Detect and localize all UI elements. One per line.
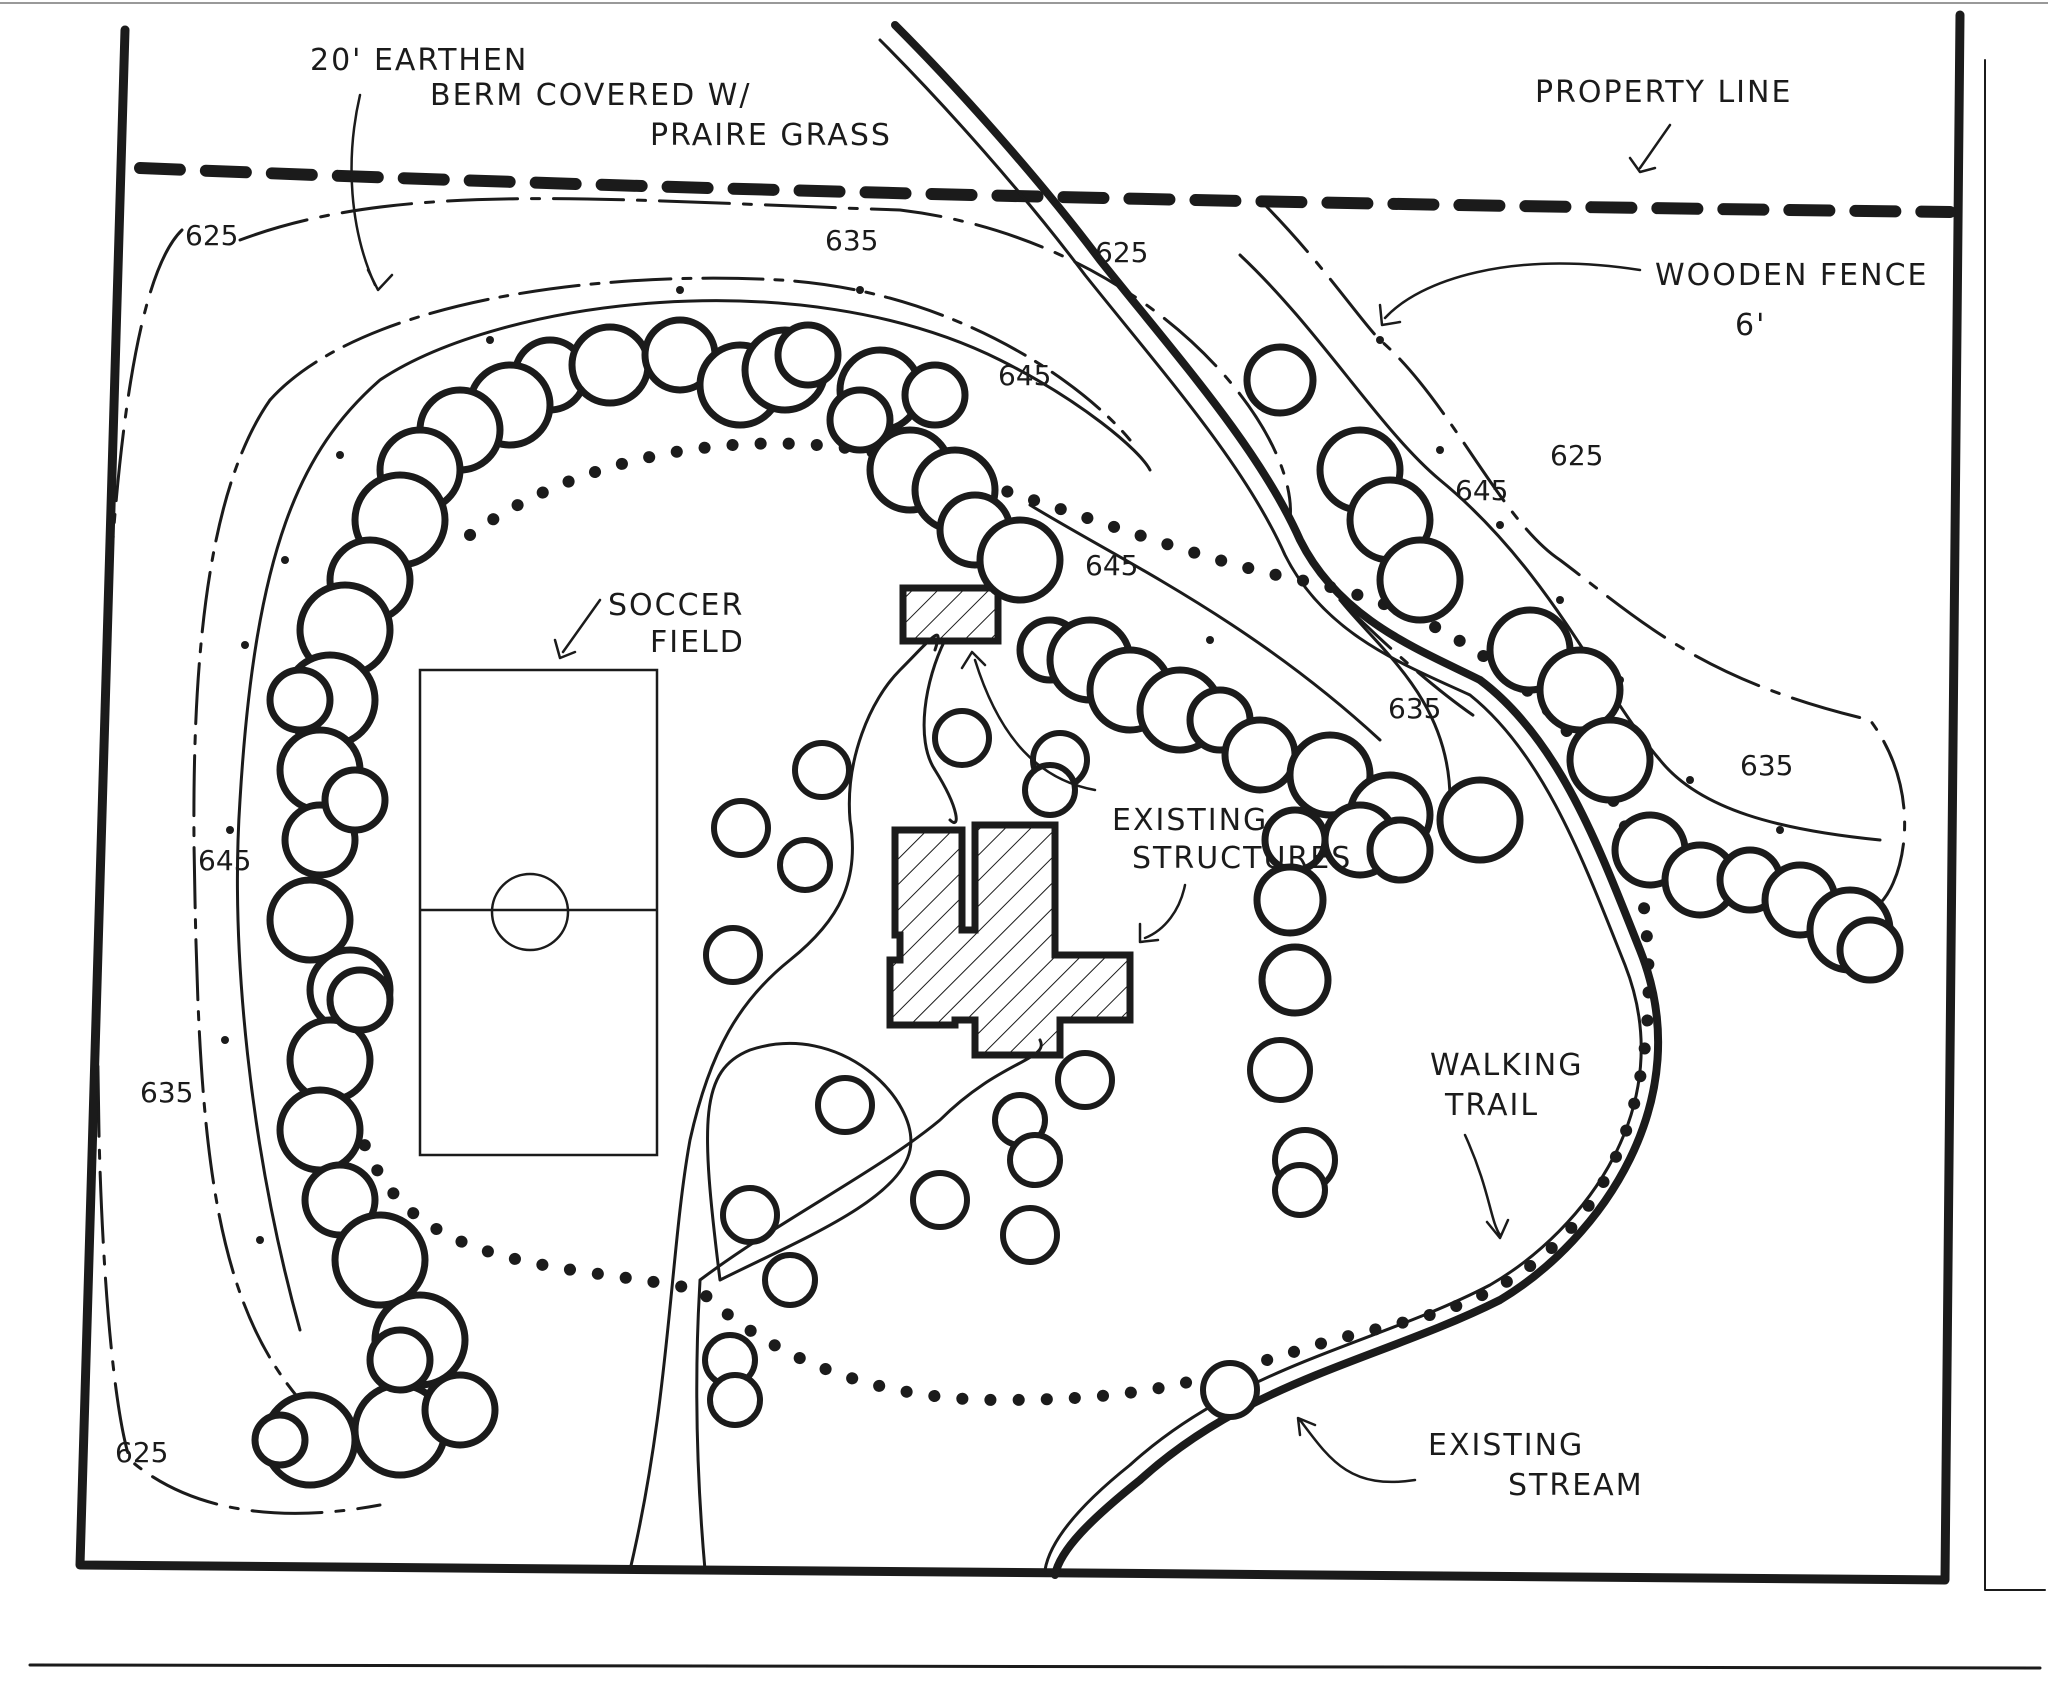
property-line-arrow-icon [1628,123,1672,174]
stream-label-line2: STREAM [1508,1468,1644,1503]
contour-625-west [96,228,382,1515]
contour-645-inner [236,299,1152,1332]
contour-645-east [1238,253,1882,842]
berm-label-line2: BERM COVERED W/ [430,78,752,113]
contour-label-625: 625 [185,219,238,252]
soccer-field-label-line2: FIELD [650,625,745,660]
walking-trail-label-line1: WALKING [1430,1048,1583,1083]
property-line-label: PROPERTY LINE [1535,75,1792,110]
small-structure [899,584,1002,645]
page-bottom-line [28,1663,2042,1670]
main-structure [886,821,1134,1059]
contour-label-645: 645 [198,844,251,877]
contour-625-east [1258,198,1907,912]
berm-arrow-icon [366,268,394,292]
access-drive [628,633,1043,1572]
fence-arrow-icon [1378,262,1642,327]
existing-structures [886,584,1134,1059]
wooden-fence-label-line1: WOODEN FENCE [1655,258,1928,293]
contour-635-lower [1338,598,1482,722]
trail-arrow-icon [1463,1133,1510,1240]
contour-645-center [1028,503,1382,742]
structures-label-line1: EXISTING [1112,803,1268,838]
contour-625-north [238,197,1292,522]
property-line [134,162,1956,218]
contour-635-west [192,398,302,1402]
berm-label-line3: PRAIRE GRASS [650,118,892,153]
existing-stream [878,21,1662,1579]
contour-label-635: 635 [1388,692,1441,725]
contour-label-645: 645 [1085,549,1138,582]
page-right-margin-line [1984,59,2046,1591]
contour-label-625: 625 [1095,236,1148,269]
soccer-field [418,668,659,1157]
contour-label-635: 635 [825,224,878,257]
site-boundary [75,10,1965,1585]
berm-label-line1: 20' EARTHEN [310,43,528,78]
contour-635-center [1338,598,1452,802]
structure-arrow-icon [960,650,1097,792]
contour-label-625: 625 [115,1436,168,1469]
contour-label-635: 635 [1740,749,1793,782]
stream-label-line1: EXISTING [1428,1428,1584,1463]
walking-trail [344,437,1655,1407]
soccer-arrow-icon [553,598,602,660]
fence-posts [221,286,1784,1244]
structure-arrow-2-icon [1138,883,1187,944]
contour-635-north [268,276,1132,442]
tree-masses [251,316,1904,1489]
soccer-field-label-line1: SOCCER [608,588,744,623]
berm-contours [96,197,1907,1515]
walking-trail-label-line2: TRAIL [1444,1088,1539,1123]
contour-label-625: 625 [1550,439,1603,472]
contour-label-645: 645 [1455,474,1508,507]
leader-lines [350,93,1672,1484]
contour-label-635: 635 [140,1076,193,1109]
structures-label-line2: STRUCTURES [1132,841,1352,876]
wooden-fence-label-line2: 6' [1735,308,1766,343]
stream-arrow-icon [1296,1416,1417,1484]
contour-label-645: 645 [998,359,1051,392]
